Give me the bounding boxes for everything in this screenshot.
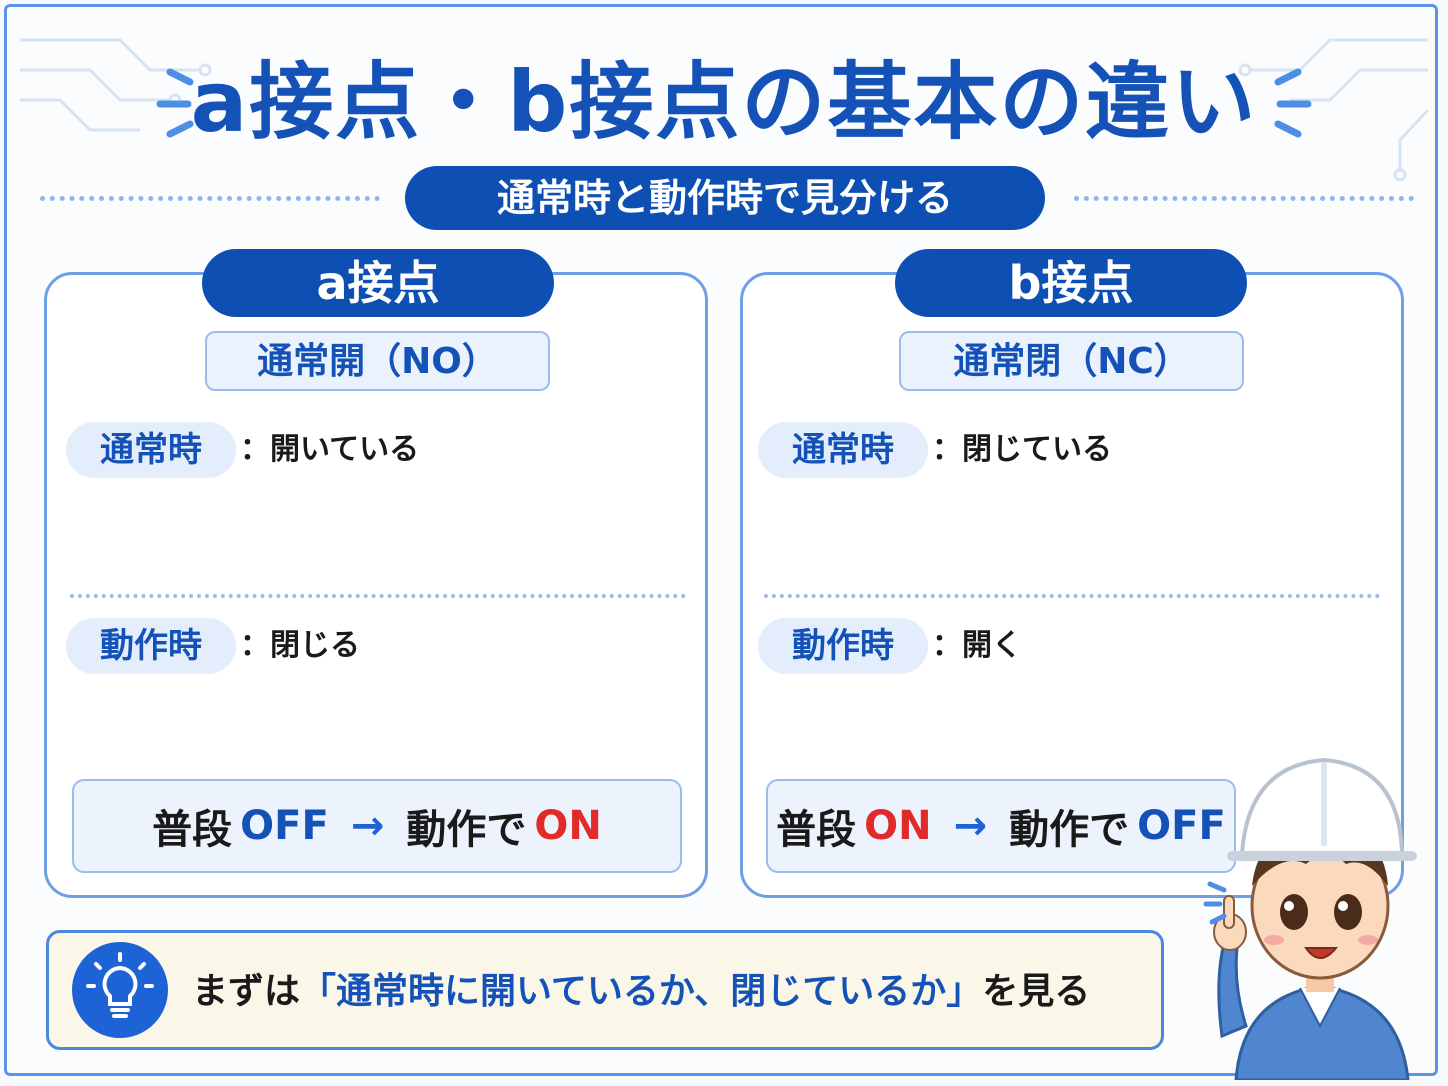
a-normal-state: ：開いている <box>240 432 420 467</box>
subtitle-divider-left <box>40 196 380 201</box>
b-contact-title: b接点 <box>895 249 1247 317</box>
a-active-state: ：閉じる <box>240 628 360 663</box>
page-title: a接点・b接点の基本の違い <box>190 53 1258 151</box>
arrow-right-icon: → <box>953 803 988 849</box>
tip-prefix: まずは <box>192 971 301 1012</box>
worker-character <box>1203 757 1417 1080</box>
b-summary-to: OFF <box>1137 803 1226 849</box>
tip-text: まずは「通常時に開いているか、閉じているか」を見る <box>192 962 1090 1022</box>
a-active-label: 動作時 <box>66 618 236 674</box>
b-summary-prefix: 普段 <box>776 807 857 853</box>
a-summary-from: OFF <box>240 803 329 849</box>
a-summary-to: ON <box>534 803 602 849</box>
subtitle: 通常時と動作時で見分ける <box>405 166 1045 230</box>
b-card-divider <box>764 594 1380 598</box>
b-summary-from: ON <box>864 803 932 849</box>
a-contact-subtitle: 通常開（NO） <box>205 331 550 391</box>
b-active-label: 動作時 <box>758 618 928 674</box>
title-sparkle-right <box>1274 68 1312 138</box>
title-sparkle-left <box>156 68 194 138</box>
a-normal-label: 通常時 <box>66 422 236 478</box>
a-summary-middle: 動作で <box>406 807 527 853</box>
a-card-divider <box>70 594 686 598</box>
tip-box <box>46 930 1164 1050</box>
b-active-state: ：開く <box>932 628 1022 663</box>
circuit-decoration-right <box>1238 38 1430 182</box>
b-summary-middle: 動作で <box>1009 807 1130 853</box>
a-summary-prefix: 普段 <box>152 807 233 853</box>
tip-quote: 「通常時に開いているか、閉じているか」 <box>300 971 983 1012</box>
lightbulb-icon <box>72 942 168 1038</box>
tip-suffix: を見る <box>982 971 1091 1012</box>
b-contact-subtitle: 通常閉（NC） <box>899 331 1244 391</box>
arrow-right-icon: → <box>350 803 385 849</box>
b-normal-label: 通常時 <box>758 422 928 478</box>
b-normal-state: ：閉じている <box>932 432 1112 467</box>
subtitle-divider-right <box>1074 196 1414 201</box>
a-contact-title: a接点 <box>202 249 554 317</box>
